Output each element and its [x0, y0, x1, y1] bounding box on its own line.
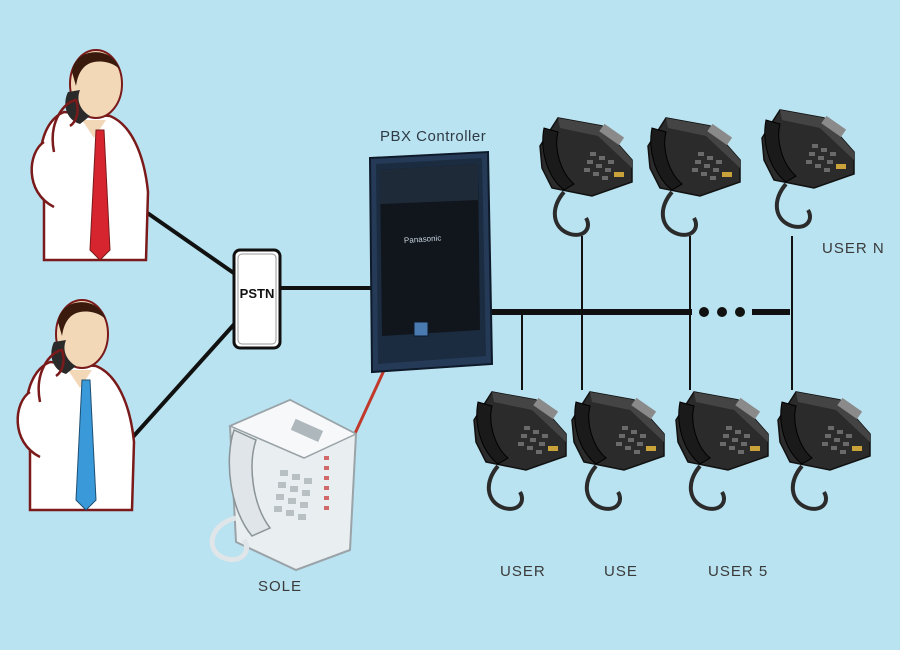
office-phone-icon — [646, 116, 742, 237]
console-phone-icon — [209, 398, 358, 572]
office-phone-icon — [472, 390, 568, 511]
wire-caller2-pstn — [130, 318, 240, 440]
user-1-label: USER — [500, 563, 546, 580]
wire-caller1-pstn — [144, 210, 240, 278]
office-phone-icon — [538, 116, 634, 237]
office-phone-icon — [570, 390, 666, 511]
user-n-label: USER N — [822, 240, 885, 257]
person-on-phone-icon — [16, 298, 136, 512]
pstn-label: PSTN — [239, 286, 275, 301]
office-phone-icon — [674, 390, 770, 511]
person-on-phone-icon — [30, 48, 150, 262]
bus-ellipsis — [699, 307, 745, 317]
wire-console — [350, 365, 388, 441]
office-phone-icon — [776, 390, 872, 511]
pbx-cabinet-icon: Panasonic — [368, 150, 494, 374]
office-phone-icon — [760, 108, 856, 229]
console-label: SOLE — [258, 578, 303, 595]
user-2-label: USE — [604, 563, 638, 580]
pbx-title: PBX Controller — [380, 128, 487, 145]
wires — [130, 210, 793, 441]
pbx-brand-label: Panasonic — [404, 234, 442, 246]
user-3-label: USER 5 — [708, 563, 769, 580]
pstn-box — [232, 248, 282, 350]
